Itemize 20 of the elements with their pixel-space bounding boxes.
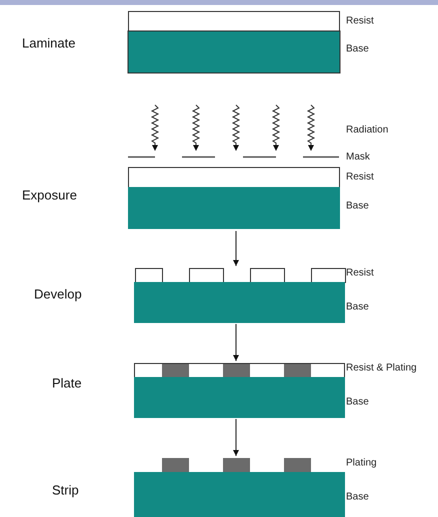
- layer-label: Base: [346, 200, 369, 212]
- layer-label: Plating: [346, 458, 377, 468]
- layer-label: Resist: [346, 268, 374, 278]
- layer-label: Base: [346, 396, 369, 408]
- layer-label: Resist & Plating: [346, 362, 417, 374]
- arrow: [233, 324, 239, 362]
- stage-label: Strip: [52, 482, 79, 498]
- arrow: [233, 418, 239, 456]
- stage-label: Develop: [34, 286, 82, 302]
- stage-label: Exposure: [22, 188, 77, 202]
- stage-label: Laminate: [22, 36, 76, 50]
- layer-label: Base: [346, 302, 369, 312]
- layer-label: Base: [346, 492, 369, 502]
- layer-label: Resist: [346, 16, 374, 26]
- layer-label: Mask: [346, 152, 370, 162]
- layer-label: Base: [346, 44, 369, 54]
- layer-label: Resist: [346, 172, 374, 182]
- stage-label: Plate: [52, 376, 82, 390]
- arrow: [233, 230, 239, 266]
- layer-label: Radiation: [346, 124, 388, 136]
